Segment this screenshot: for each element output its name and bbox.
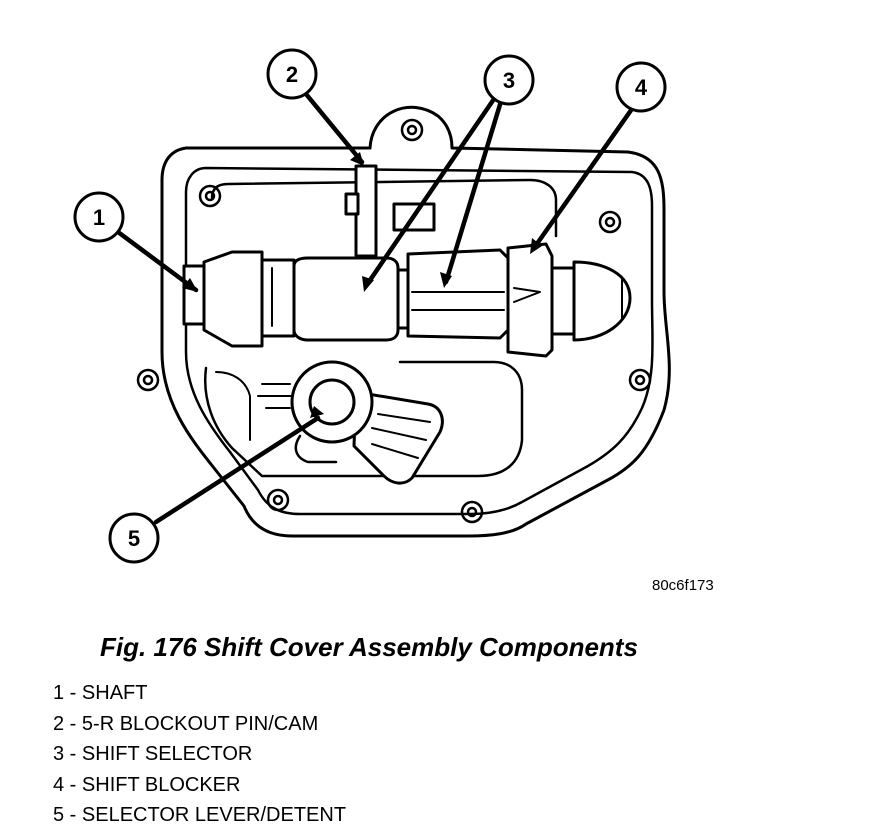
- gasket-outline: [184, 166, 654, 516]
- legend-item: 4 - SHIFT BLOCKER: [53, 773, 241, 796]
- callout-2: 2: [266, 48, 318, 100]
- legend-item: 5 - SELECTOR LEVER/DETENT: [53, 804, 347, 826]
- callout-5-label: 5: [128, 526, 140, 551]
- callout-3: 3: [483, 54, 535, 106]
- housing-outline: [160, 105, 671, 538]
- callout-1-label: 1: [93, 205, 105, 230]
- callout-1: 1: [73, 191, 125, 243]
- callout-3-label: 3: [503, 68, 515, 93]
- callout-4-label: 4: [635, 75, 648, 100]
- rib-left: [215, 371, 251, 441]
- legend-item: 3 - SHIFT SELECTOR: [53, 743, 253, 765]
- legend-label: SHAFT: [81, 682, 148, 704]
- legend-num: 5: [53, 804, 65, 826]
- legend-label: 5-R BLOCKOUT PIN/CAM: [81, 712, 319, 735]
- legend-label: SELECTOR LEVER/DETENT: [81, 804, 347, 826]
- callout-5: 5: [108, 512, 160, 564]
- shaft: [182, 250, 296, 348]
- figure-caption: Fig. 176 Shift Cover Assembly Components: [100, 632, 638, 662]
- leader-arrowheads: [182, 152, 542, 418]
- image-id: 80c6f173: [652, 577, 714, 594]
- legend-list: 1 - SHAFT 2 - 5-R BLOCKOUT PIN/CAM 3 - S…: [53, 678, 346, 831]
- interior-recess: [210, 178, 558, 238]
- legend-num: 2: [53, 712, 65, 735]
- interior-floor: [204, 360, 524, 478]
- legend-num: 4: [53, 773, 65, 796]
- leader-lines: [115, 91, 637, 525]
- shift-blocker: [506, 242, 632, 358]
- selector-lever: [257, 360, 444, 485]
- legend-num: 3: [53, 743, 65, 765]
- bolt-holes: [136, 118, 652, 524]
- legend-num: 1: [53, 682, 65, 704]
- legend-label: SHIFT SELECTOR: [81, 743, 253, 765]
- callout-2-label: 2: [286, 62, 298, 87]
- blockout-pin: [344, 164, 436, 258]
- legend-label: SHIFT BLOCKER: [81, 773, 241, 796]
- legend-item: 2 - 5-R BLOCKOUT PIN/CAM: [53, 712, 319, 735]
- legend-item: 1 - SHAFT: [53, 682, 148, 704]
- callout-4: 4: [615, 61, 667, 113]
- shift-selector: [292, 248, 510, 342]
- shift-cover-diagram: 1 2 3 4 5: [73, 48, 671, 564]
